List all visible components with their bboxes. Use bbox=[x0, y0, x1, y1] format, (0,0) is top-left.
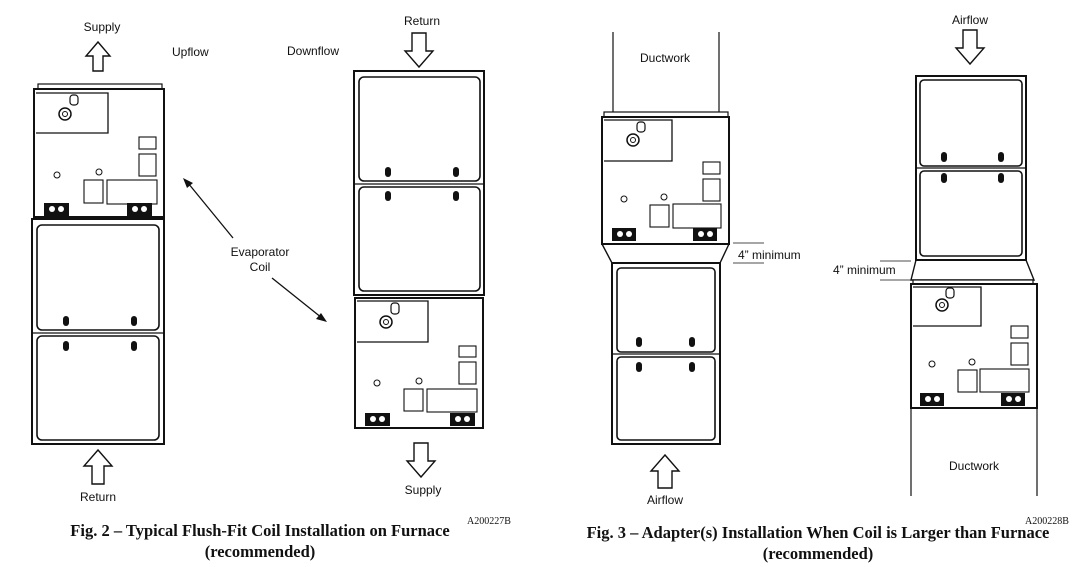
downflow-return-label: Return bbox=[404, 14, 440, 28]
furnace-body bbox=[354, 297, 484, 429]
right-ductwork-label: Ductwork bbox=[949, 459, 1000, 473]
right-minimum-label: 4” minimum bbox=[833, 263, 896, 277]
right-airflow-label: Airflow bbox=[952, 13, 988, 27]
supply-arrow-up bbox=[84, 40, 112, 72]
gas-valve-knob bbox=[58, 107, 72, 121]
fig2-upflow-unit bbox=[31, 40, 165, 485]
evaporator-coil bbox=[31, 218, 165, 445]
fig2-caption-line2: (recommended) bbox=[205, 542, 316, 561]
gas-valve-knob bbox=[935, 298, 949, 312]
fig3-right-unit bbox=[880, 29, 1038, 496]
fig2-downflow-unit bbox=[353, 32, 485, 479]
airflow-arrow-up bbox=[649, 453, 681, 489]
furnace-body bbox=[601, 116, 730, 245]
adapter bbox=[910, 259, 1036, 281]
gas-valve-knob bbox=[626, 133, 640, 147]
coil-pointer-arrows bbox=[183, 178, 327, 322]
upflow-return-label: Return bbox=[80, 490, 116, 504]
furnace-body bbox=[33, 88, 165, 218]
fig2-caption: Fig. 2 – Typical Flush-Fit Coil Installa… bbox=[70, 521, 449, 540]
airflow-arrow-down bbox=[954, 29, 986, 66]
evaporator-coil bbox=[353, 70, 485, 296]
return-arrow-down bbox=[403, 32, 435, 69]
downflow-supply-label: Supply bbox=[405, 483, 442, 497]
left-minimum-label: 4” minimum bbox=[738, 248, 801, 262]
supply-arrow-down bbox=[405, 442, 437, 479]
return-arrow-up bbox=[82, 448, 114, 485]
control-box bbox=[138, 136, 157, 150]
evaporator-coil-label-line2: Coil bbox=[250, 260, 271, 274]
gas-valve-knob bbox=[379, 315, 393, 329]
adapter bbox=[601, 243, 730, 264]
blower-door bbox=[36, 92, 109, 134]
furnace-body bbox=[910, 283, 1038, 409]
left-airflow-label: Airflow bbox=[647, 493, 683, 507]
fig3-caption-line2: (recommended) bbox=[763, 544, 874, 563]
left-ductwork-label: Ductwork bbox=[640, 51, 691, 65]
upflow-supply-label: Supply bbox=[84, 20, 121, 34]
fig3-caption: Fig. 3 – Adapter(s) Installation When Co… bbox=[587, 523, 1050, 542]
upflow-title: Upflow bbox=[172, 45, 209, 59]
fig3-left-unit bbox=[601, 32, 764, 489]
downflow-title: Downflow bbox=[287, 44, 339, 58]
evaporator-coil-label: Evaporator bbox=[231, 245, 290, 259]
fig3-code: A200228B bbox=[1025, 516, 1069, 527]
fig2-code: A200227B bbox=[467, 516, 511, 527]
